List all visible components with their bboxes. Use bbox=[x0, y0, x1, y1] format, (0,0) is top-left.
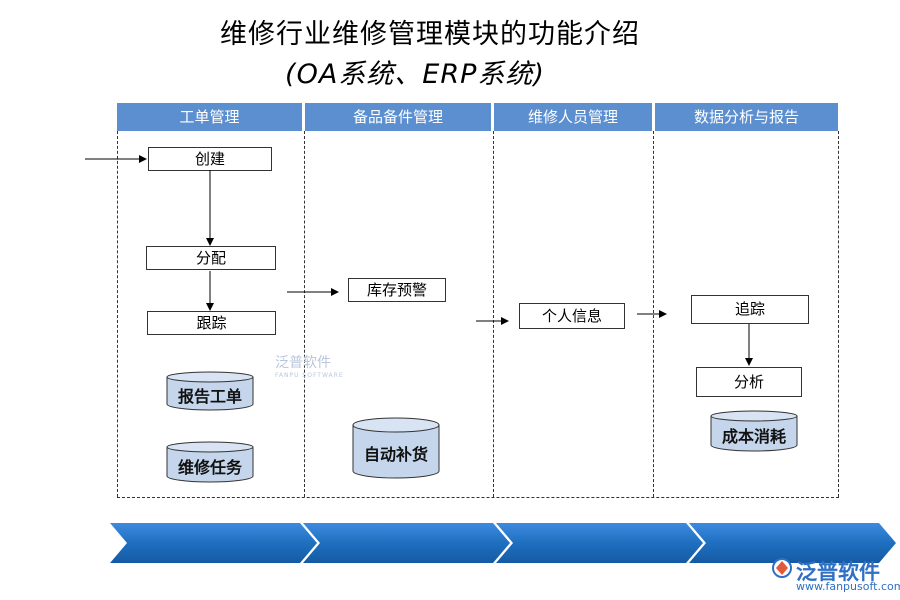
store-label: 成本消耗 bbox=[721, 427, 786, 446]
logo-url: www.fanpusoft.com bbox=[796, 580, 900, 593]
column-header-personnel: 维修人员管理 bbox=[494, 103, 652, 131]
lane-border-left bbox=[117, 131, 118, 497]
chevron-3 bbox=[496, 523, 703, 563]
store-report-order: 报告工单 bbox=[166, 371, 254, 411]
cylinder-shape bbox=[352, 417, 440, 479]
store-label: 维修任务 bbox=[177, 458, 242, 477]
lane-divider-1 bbox=[304, 131, 305, 497]
chevron-2 bbox=[303, 523, 510, 563]
store-cost-consumption: 成本消耗 bbox=[710, 410, 798, 452]
lane-divider-2 bbox=[493, 131, 494, 497]
chevron-1 bbox=[110, 523, 317, 563]
watermark-en: FANPU SOFTWARE bbox=[275, 372, 344, 379]
column-header-work-order: 工单管理 bbox=[117, 103, 302, 131]
cylinder-shape bbox=[166, 441, 254, 483]
lane-border-bottom bbox=[117, 497, 839, 498]
logo-text: 泛普软件 bbox=[796, 560, 880, 584]
logo-icon bbox=[772, 558, 792, 578]
box-track: 跟踪 bbox=[147, 311, 276, 335]
chevron-4 bbox=[689, 523, 896, 563]
box-stock-alert: 库存预警 bbox=[348, 278, 446, 302]
cylinder-shape bbox=[710, 410, 798, 452]
watermark-cn: 泛普软件 bbox=[275, 355, 331, 371]
box-assign: 分配 bbox=[146, 246, 276, 270]
box-trace: 追踪 bbox=[691, 295, 809, 324]
box-personal-info: 个人信息 bbox=[519, 303, 625, 329]
diagram-title: 维修行业维修管理模块的功能介绍 bbox=[220, 19, 640, 50]
store-repair-task: 维修任务 bbox=[166, 441, 254, 483]
box-analysis: 分析 bbox=[696, 367, 802, 397]
column-header-analysis-report: 数据分析与报告 bbox=[655, 103, 838, 131]
diagram-subtitle: (OA系统、ERP系统) bbox=[285, 59, 545, 90]
store-label: 报告工单 bbox=[177, 387, 242, 406]
column-header-spare-parts: 备品备件管理 bbox=[305, 103, 491, 131]
lane-border-right bbox=[838, 131, 839, 497]
watermark: 泛普软件 FANPU SOFTWARE bbox=[275, 352, 344, 379]
store-auto-restock: 自动补货 bbox=[352, 417, 440, 479]
cylinder-shape bbox=[166, 371, 254, 411]
store-label: 自动补货 bbox=[363, 445, 428, 464]
